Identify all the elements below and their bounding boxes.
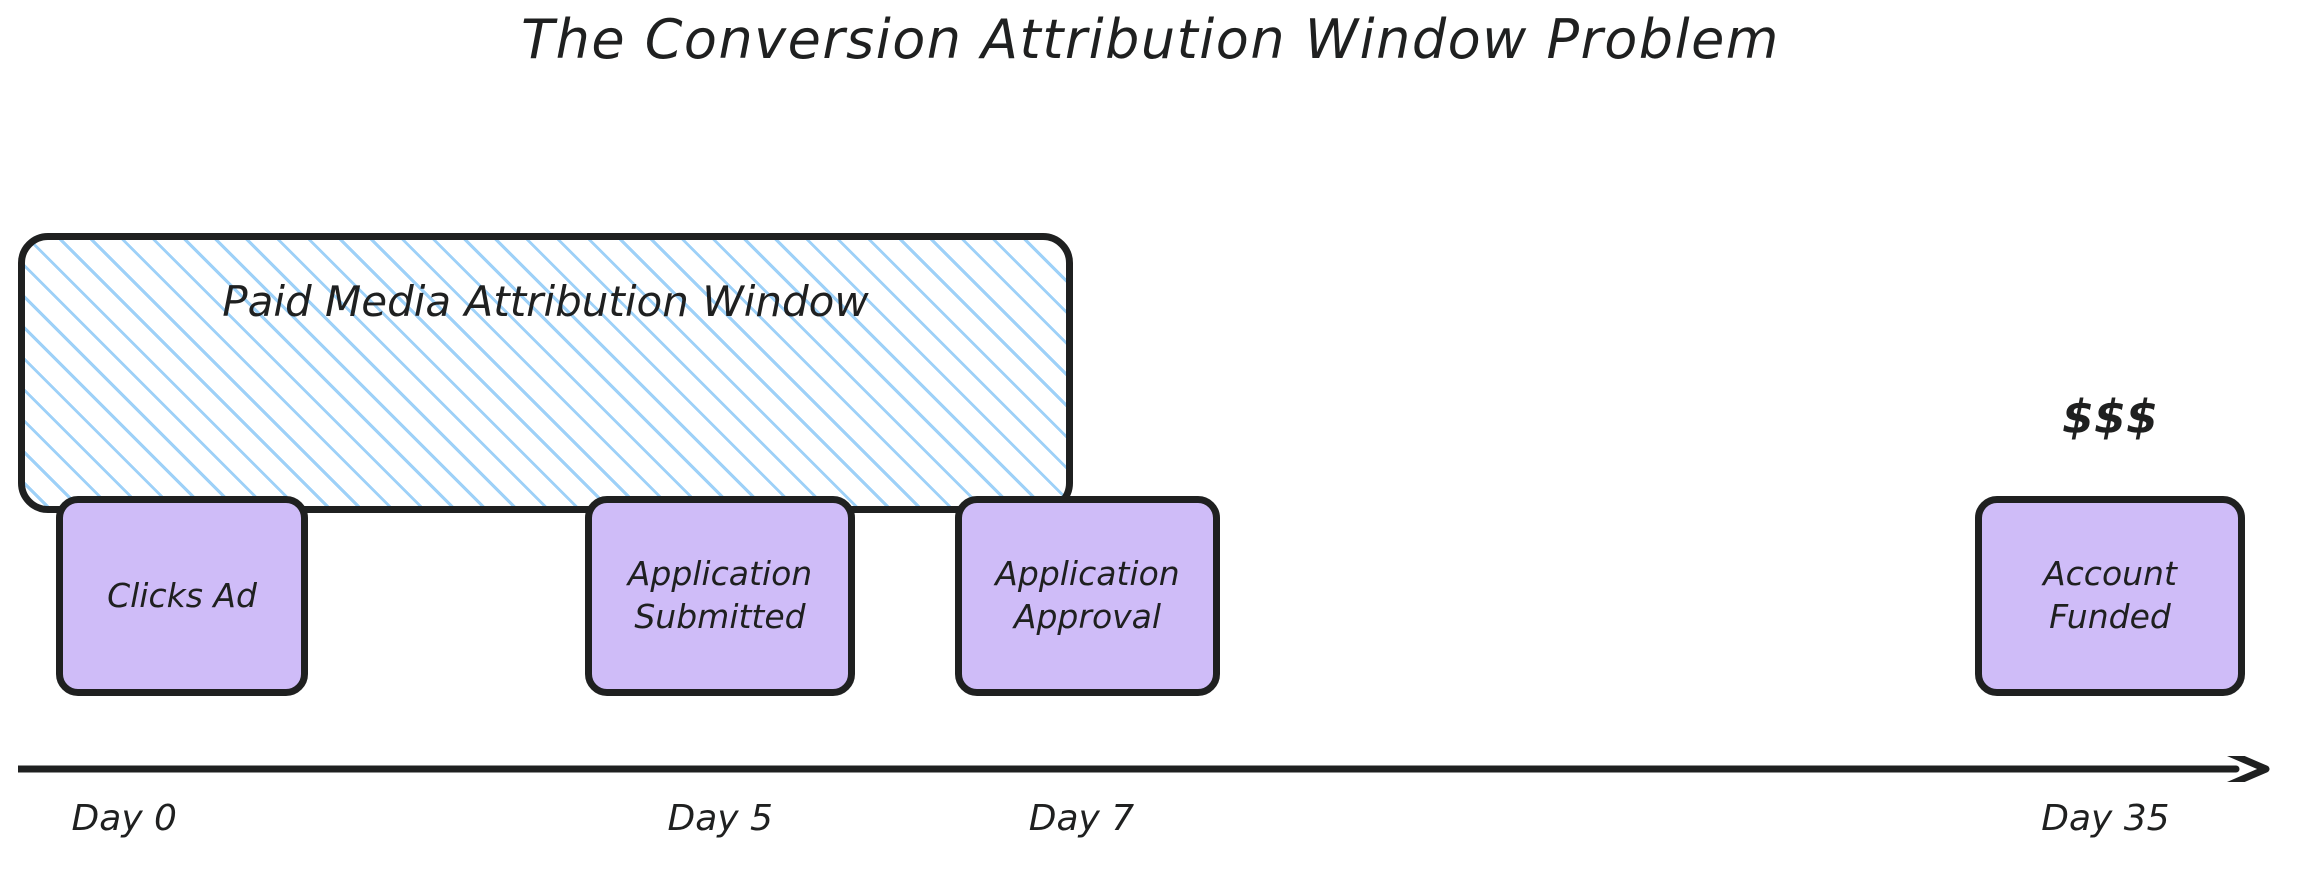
event-node-label: Application Submitted <box>627 554 813 636</box>
day-tick-label-0: Day 0 <box>71 798 177 839</box>
timeline-arrowhead <box>2226 756 2270 782</box>
event-node-label: Account Funded <box>2043 554 2177 636</box>
event-node-account-funded[interactable]: Account Funded <box>1975 496 2245 696</box>
event-node-application-approval[interactable]: Application Approval <box>955 496 1220 696</box>
day-tick-label-7: Day 7 <box>1028 798 1135 839</box>
page-title: The Conversion Attribution Window Proble… <box>521 8 1780 71</box>
money-annotation: $$$ <box>2061 390 2159 444</box>
attribution-window-label: Paid Media Attribution Window <box>222 277 869 326</box>
event-node-clicks-ad[interactable]: Clicks Ad <box>56 496 308 696</box>
day-tick-label-5: Day 5 <box>667 798 773 839</box>
day-tick-label-35: Day 35 <box>2041 798 2170 839</box>
event-node-label: Clicks Ad <box>107 575 257 615</box>
attribution-window-region: Paid Media Attribution Window <box>18 233 1073 513</box>
event-node-label: Application Approval <box>995 554 1180 636</box>
event-node-application-submitted[interactable]: Application Submitted <box>585 496 855 696</box>
timeline-axis <box>18 756 2270 782</box>
